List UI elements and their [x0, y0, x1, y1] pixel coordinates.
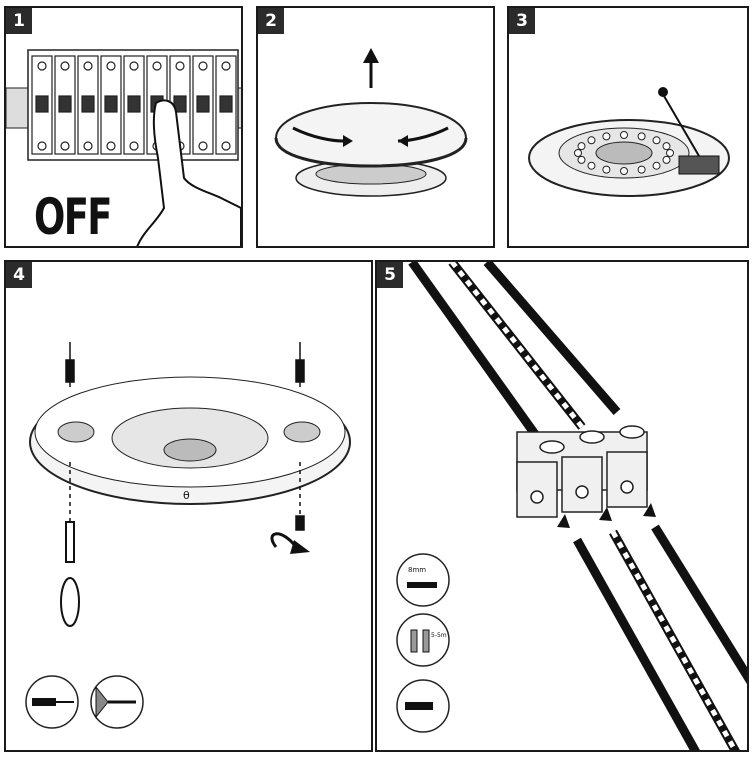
terminal-block — [516, 425, 648, 518]
wiring-illustration — [396, 262, 747, 750]
step-number: 3 — [509, 8, 535, 34]
step-number: 4 — [6, 262, 32, 288]
cover-removal-illustration — [274, 48, 468, 197]
step-5-panel: 5 — [375, 260, 749, 752]
step-number: 1 — [6, 8, 32, 34]
screwdriver-icon — [25, 675, 79, 729]
step-3-panel: 3 — [507, 6, 749, 248]
step-1-panel: 1 OFF — [4, 6, 243, 248]
step-4-panel: 4 θ — [4, 260, 373, 752]
mounting-illustration — [25, 342, 351, 729]
strip-length-icon — [396, 553, 450, 607]
base-plate-illustration — [528, 87, 730, 197]
drill-icon — [90, 675, 144, 729]
plate-mark: θ — [183, 489, 190, 502]
strip-length-label: 8mm — [408, 566, 427, 574]
step-number: 5 — [377, 262, 403, 288]
off-label: OFF — [34, 188, 112, 246]
hand-finger — [136, 99, 241, 246]
insert-depth-label: 5-5m — [431, 632, 447, 639]
breaker-panel-illustration — [6, 49, 241, 246]
step-2-panel: 2 — [256, 6, 495, 248]
step-number: 2 — [258, 8, 284, 34]
